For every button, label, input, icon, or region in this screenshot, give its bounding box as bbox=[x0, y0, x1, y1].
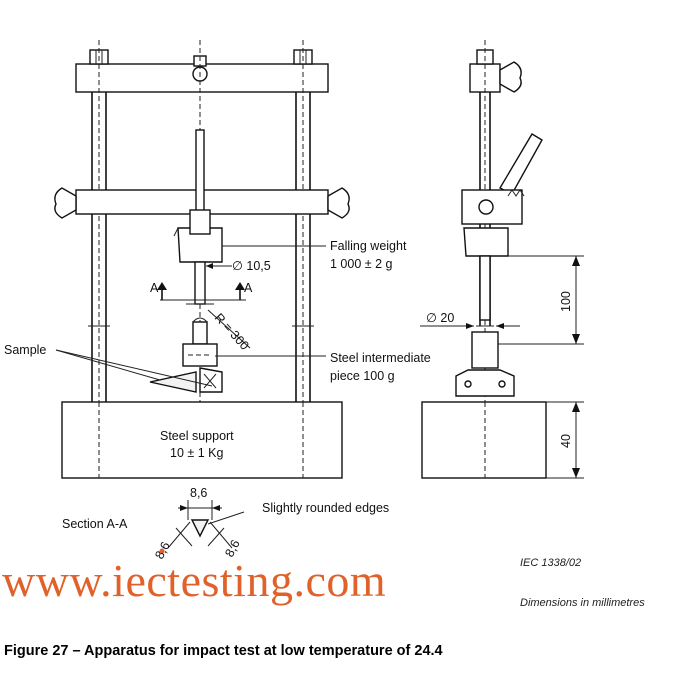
sample bbox=[149, 371, 197, 393]
section-mark-right: A bbox=[244, 281, 253, 295]
right-wing-nut bbox=[327, 187, 350, 219]
section-top-dim: 8,6 bbox=[190, 486, 207, 500]
section-mark-left: A bbox=[150, 281, 159, 295]
sample-label: Sample bbox=[4, 343, 46, 357]
figure-caption: Figure 27 – Apparatus for impact test at… bbox=[4, 643, 443, 659]
side-view bbox=[420, 40, 584, 480]
falling-weight-label: Falling weight bbox=[330, 239, 407, 253]
weight-clamp bbox=[189, 209, 211, 235]
impact-rod bbox=[194, 261, 206, 305]
left-wing-nut bbox=[54, 187, 77, 219]
side-steel-support bbox=[421, 401, 547, 479]
guide-tube bbox=[195, 129, 205, 221]
side-impact-rod bbox=[479, 255, 491, 321]
lower-striker bbox=[192, 321, 208, 345]
side-intermediate bbox=[471, 331, 499, 369]
radius-label: R = 300 bbox=[212, 311, 252, 353]
section-title: Section A-A bbox=[62, 517, 128, 531]
steel-support-mass-label: 10 ± 1 Kg bbox=[170, 446, 223, 460]
steel-support bbox=[61, 401, 343, 479]
front-view bbox=[54, 40, 350, 480]
release-lever bbox=[499, 133, 543, 195]
section-a-a bbox=[159, 500, 245, 554]
front-leaders bbox=[55, 245, 326, 387]
falling-weight-mass-label: 1 000 ± 2 g bbox=[330, 257, 393, 271]
section-profile bbox=[190, 519, 210, 538]
rounded-edges-label: Slightly rounded edges bbox=[262, 501, 389, 515]
side-falling-weight bbox=[463, 227, 509, 257]
diameter-20-label: ∅ 20 bbox=[426, 311, 454, 325]
side-wing-nut bbox=[499, 61, 522, 93]
steel-intermediate-mass-label: piece 100 g bbox=[330, 369, 395, 383]
iec-reference: IEC 1338/02 bbox=[520, 557, 581, 569]
side-sample-holder bbox=[455, 369, 515, 397]
diameter-weight-label: ∅ 10,5 bbox=[232, 259, 271, 273]
steel-support-label: Steel support bbox=[160, 429, 234, 443]
dimensions-note: Dimensions in millimetres bbox=[520, 597, 645, 609]
watermark: www.iectesting.com bbox=[2, 555, 386, 606]
dim-40-label: 40 bbox=[559, 434, 573, 448]
dim-100-label: 100 bbox=[559, 291, 573, 312]
steel-intermediate-label: Steel intermediate bbox=[330, 351, 431, 365]
